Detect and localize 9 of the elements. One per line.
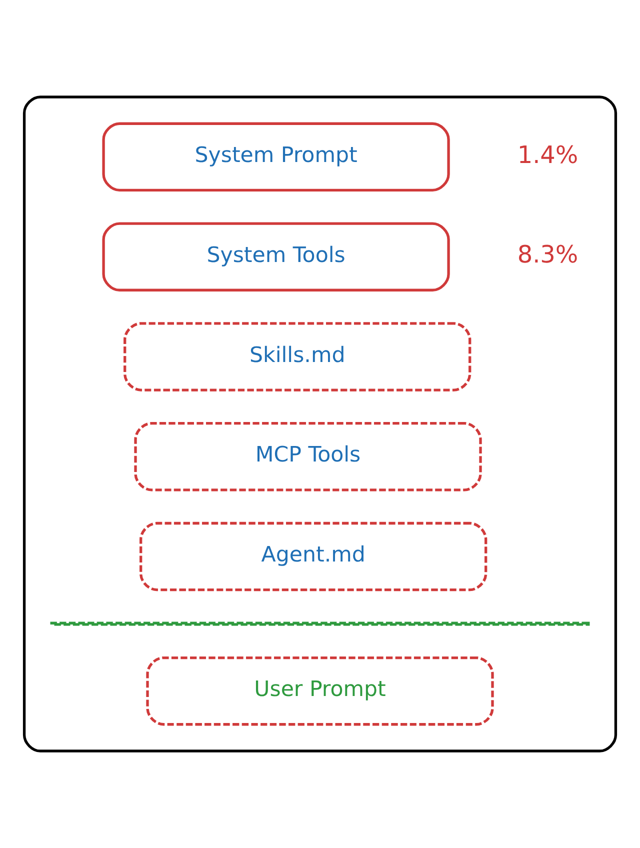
node-box: System Tools [102,222,450,292]
node-box: Agent.md [140,522,488,592]
node-box: User Prompt [146,656,494,726]
node-box: Skills.md [124,322,472,392]
node-box: MCP Tools [134,422,482,492]
node-label: 8.3% [517,240,578,269]
node-box: System Prompt [102,122,450,192]
node-label: 1.4% [517,140,578,169]
cluster [22,96,618,752]
